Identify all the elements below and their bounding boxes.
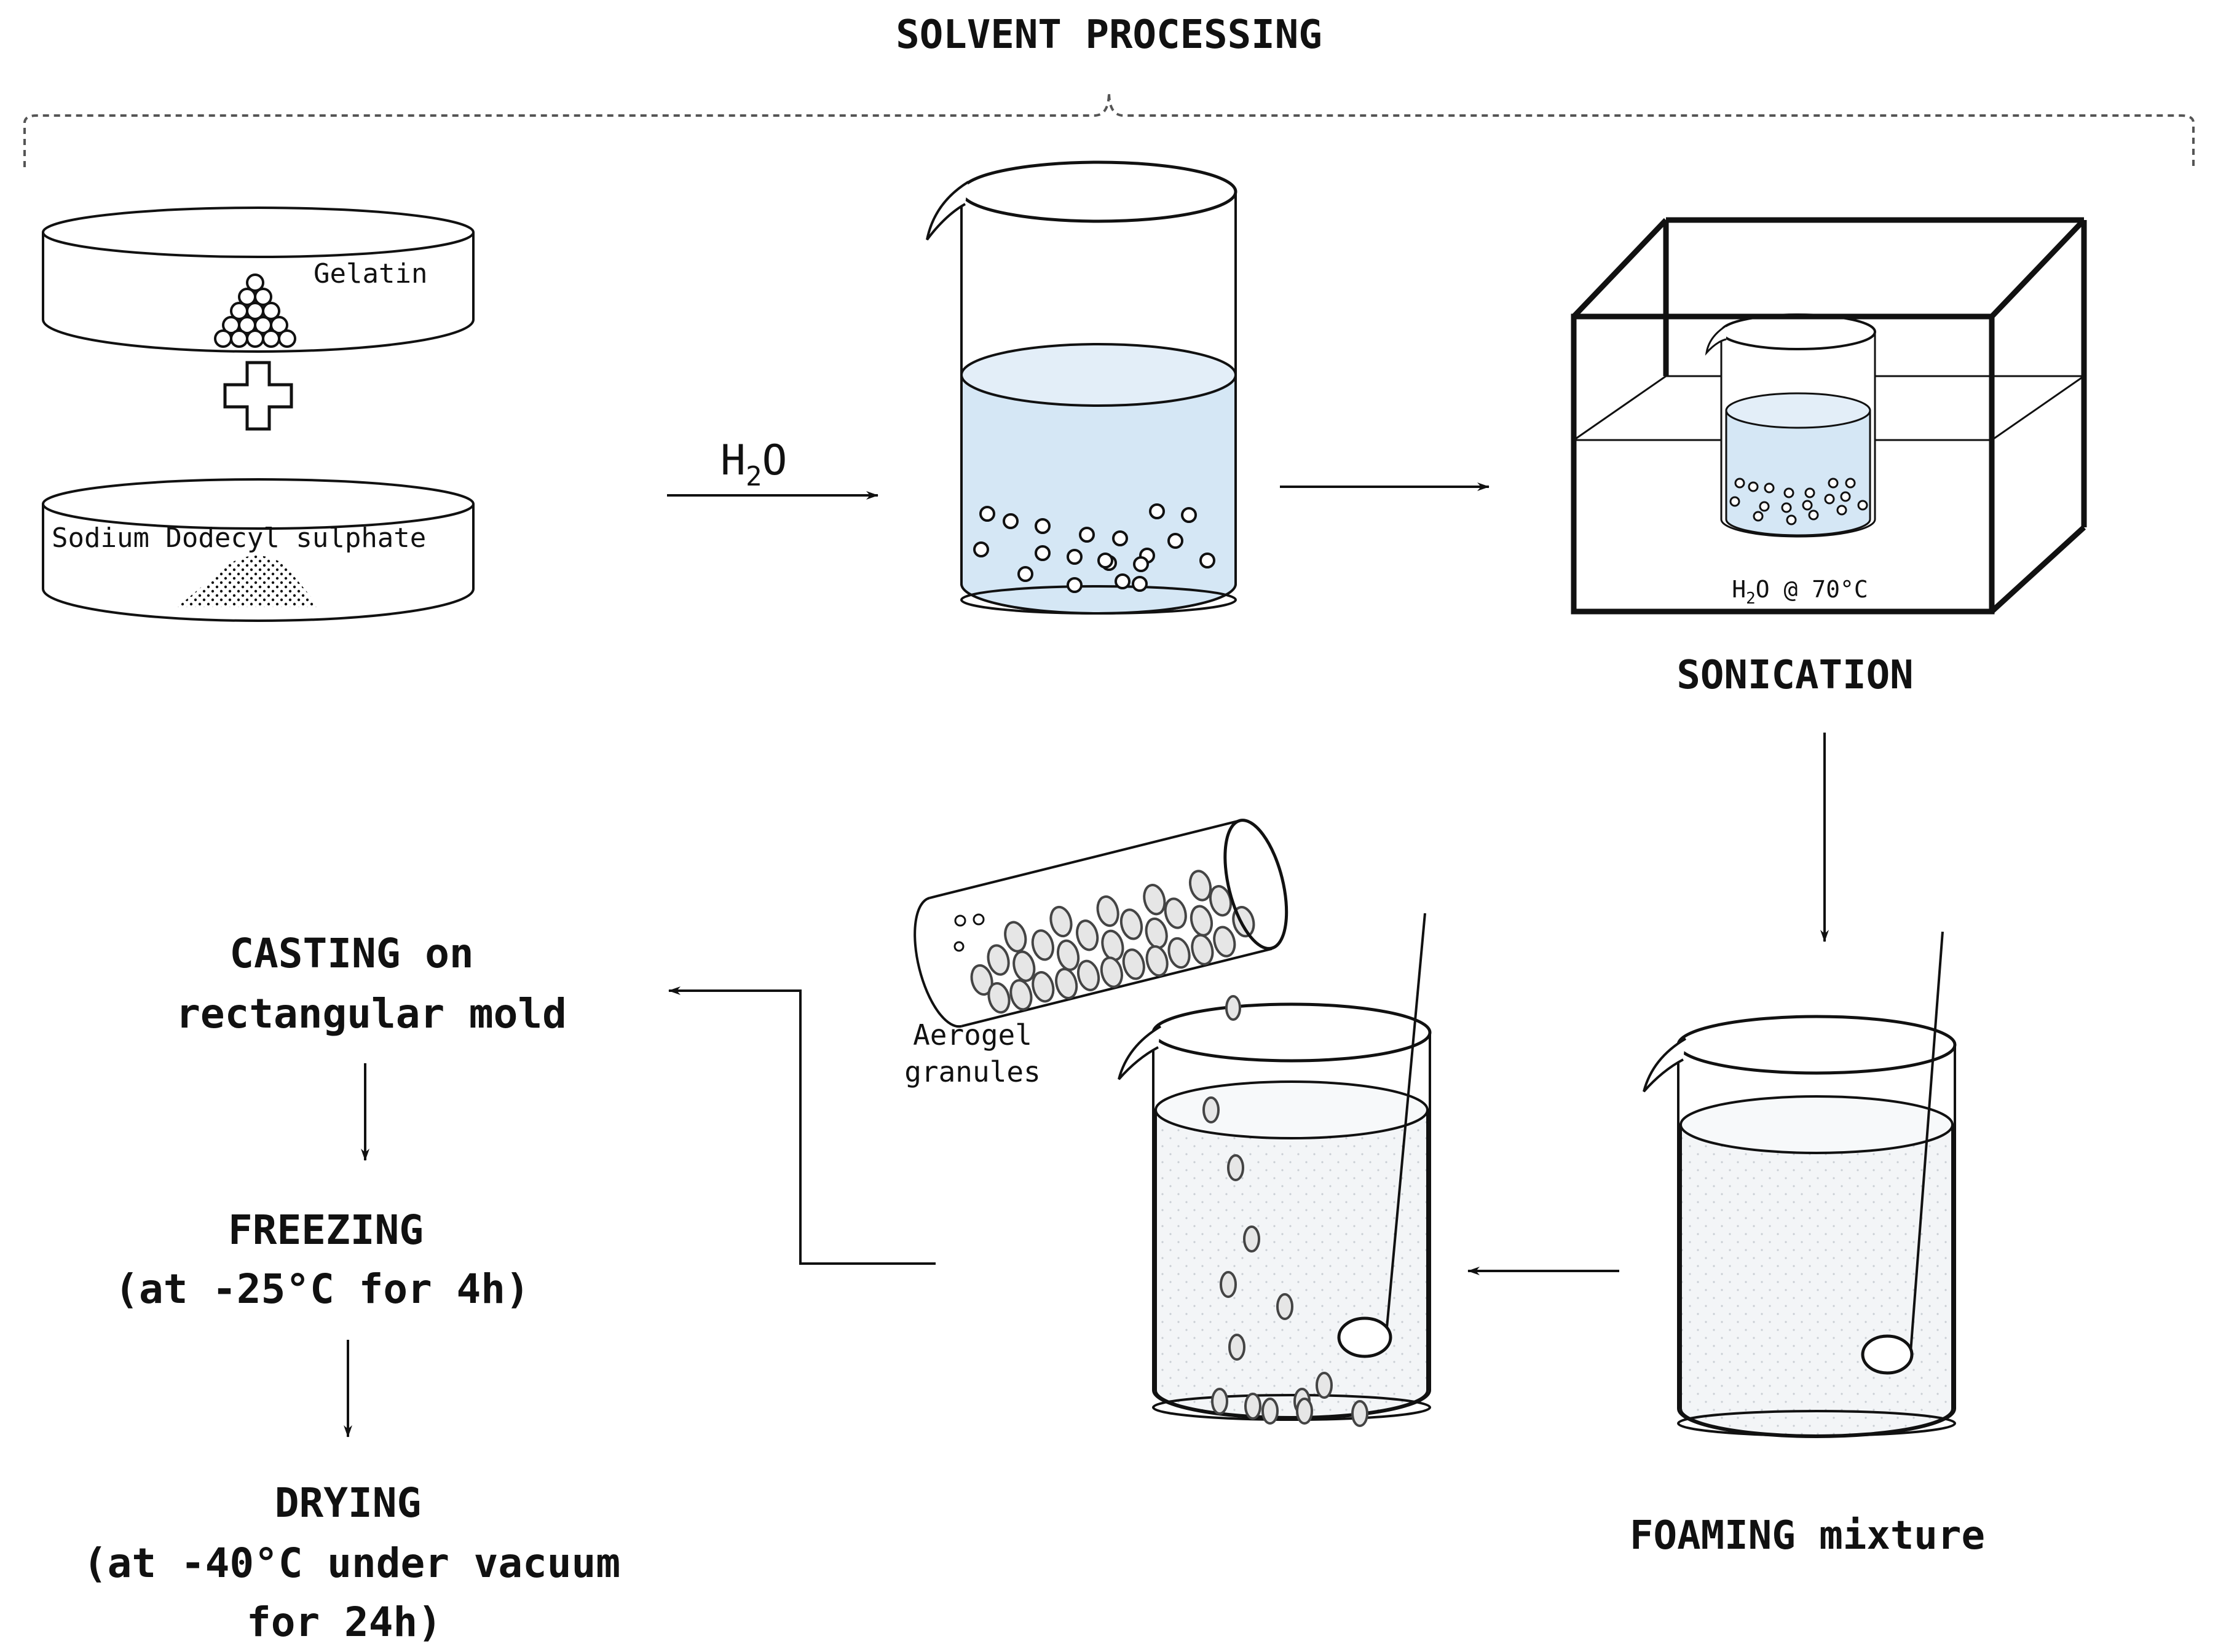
sonication-particles: [1729, 478, 1868, 525]
aerogel-label-line2: granules: [904, 1055, 1041, 1088]
casting-line2: rectangular mold: [176, 990, 567, 1037]
freezing-line1: FREEZING: [228, 1206, 424, 1254]
plus-icon: [223, 361, 293, 431]
aerogel-label-line1: Aerogel: [913, 1018, 1032, 1052]
stir-bar-2: [1337, 1316, 1392, 1358]
title: SOLVENT PROCESSING: [896, 12, 1322, 58]
stir-bar: [1861, 1334, 1914, 1375]
foaming-beaker: [1643, 931, 1957, 1438]
water-formula-label: H2O: [720, 436, 787, 492]
bath-temperature-label: H2O @ 70°C: [1732, 576, 1868, 608]
beaker-particles: [973, 503, 1215, 593]
tilted-beaker-granules: [970, 870, 1255, 1014]
sonication-bath: H2O @ 70°C: [1571, 217, 2087, 615]
stirrer-rod-2: [1386, 913, 1426, 1328]
sds-powder-pile: [177, 556, 320, 607]
drying-line1: DRYING: [275, 1479, 421, 1527]
falling-granules: [1202, 995, 1368, 1427]
sds-label: Sodium Dodecyl sulphate: [52, 522, 426, 554]
title-brace: [23, 92, 2195, 167]
sonication-beaker: [1705, 313, 1876, 538]
granule-pour-beaker: [914, 819, 1289, 1028]
drying-line3: for 24h): [247, 1599, 442, 1646]
gelatin-pile: [214, 273, 296, 348]
aerogel-mix-beaker: [1118, 913, 1432, 1427]
gelatin-label: Gelatin: [314, 258, 427, 289]
beaker-water: [926, 160, 1237, 615]
stirrer-rod: [1909, 931, 1944, 1353]
casting-line1: CASTING on: [229, 930, 473, 977]
granule-specks: [953, 913, 985, 952]
freezing-line2: (at -25°C for 4h): [114, 1265, 530, 1313]
foaming-label: FOAMING mixture: [1630, 1513, 1985, 1559]
drying-line2: (at -40°C under vacuum: [83, 1540, 620, 1587]
gelatin-dish: Gelatin: [42, 206, 475, 353]
sds-dish: Sodium Dodecyl sulphate: [42, 478, 475, 622]
arrow-to-casting: [668, 986, 936, 1265]
sonication-label: SONICATION: [1676, 653, 1913, 698]
water-addition: H2O: [667, 436, 878, 500]
